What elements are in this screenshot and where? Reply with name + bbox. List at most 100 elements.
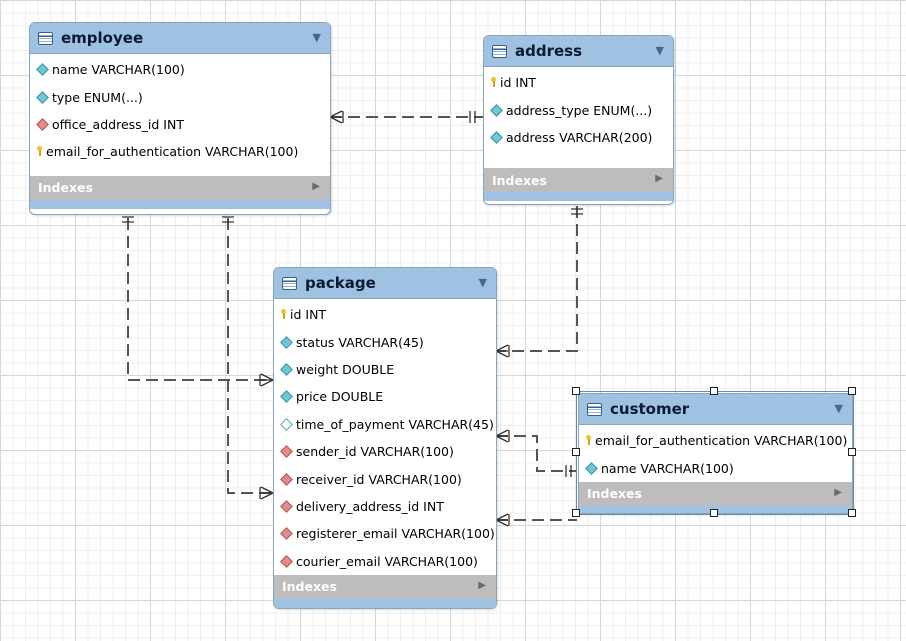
resize-handle-top-center[interactable] <box>710 387 718 395</box>
column-row[interactable]: office_address_id INT <box>30 111 330 138</box>
table-package[interactable]: package ▼ id INT status VARCHAR(45) weig… <box>273 267 497 609</box>
column-row[interactable]: time_of_payment VARCHAR(45) <box>274 411 496 438</box>
column-label: address_type ENUM(...) <box>506 102 653 118</box>
crowfoot-marker <box>495 429 510 443</box>
column-label: receiver_id VARCHAR(100) <box>296 471 462 487</box>
table-header[interactable]: address ▼ <box>484 36 673 67</box>
column-row[interactable]: weight DOUBLE <box>274 356 496 383</box>
not-null-diamond-icon <box>490 131 503 144</box>
resize-handle-middle-right[interactable] <box>848 448 856 456</box>
table-employee[interactable]: employee ▼ name VARCHAR(100) type ENUM(.… <box>29 22 331 215</box>
collapse-toggle-icon[interactable]: ▼ <box>834 402 843 415</box>
column-row[interactable]: email_for_authentication VARCHAR(100) <box>30 138 330 165</box>
crowfoot-marker <box>259 486 274 500</box>
resize-handle-top-left[interactable] <box>572 387 580 395</box>
not-null-diamond-icon <box>280 335 293 349</box>
column-label: id INT <box>500 75 537 91</box>
column-row[interactable]: sender_id VARCHAR(100) <box>274 438 496 465</box>
one-marker <box>122 216 134 223</box>
one-marker <box>469 111 476 123</box>
resize-handle-bottom-center[interactable] <box>710 509 718 517</box>
column-row[interactable]: address VARCHAR(200) <box>484 124 673 151</box>
column-label: sender_id VARCHAR(100) <box>296 444 454 460</box>
column-row[interactable]: registerer_email VARCHAR(100) <box>274 520 496 547</box>
table-customer[interactable]: customer ▼ email_for_authentication VARC… <box>578 393 853 514</box>
table-header[interactable]: customer ▼ <box>579 394 852 425</box>
indexes-section[interactable]: Indexes ▶ <box>30 175 330 200</box>
table-title: employee <box>61 29 144 47</box>
column-row[interactable]: receiver_id VARCHAR(100) <box>274 465 496 492</box>
column-row[interactable]: email_for_authentication VARCHAR(100) <box>579 427 852 454</box>
column-label: email_for_authentication VARCHAR(100) <box>46 144 299 160</box>
table-address[interactable]: address ▼ id INT address_type ENUM(...) … <box>483 35 674 205</box>
column-row[interactable]: delivery_address_id INT <box>274 493 496 520</box>
column-row[interactable]: status VARCHAR(45) <box>274 328 496 355</box>
expand-arrow-icon[interactable]: ▶ <box>312 180 320 192</box>
column-label: price DOUBLE <box>296 389 384 405</box>
indexes-label: Indexes <box>282 579 337 595</box>
table-header[interactable]: package ▼ <box>274 268 496 299</box>
column-label: email_for_authentication VARCHAR(100) <box>595 433 848 449</box>
resize-handle-top-right[interactable] <box>848 387 856 395</box>
column-row[interactable]: address_type ENUM(...) <box>484 96 673 123</box>
primary-key-icon <box>491 76 496 89</box>
indexes-section[interactable]: Indexes ▶ <box>274 574 496 599</box>
column-row[interactable]: price DOUBLE <box>274 383 496 410</box>
collapse-toggle-icon[interactable]: ▼ <box>312 31 321 44</box>
table-icon <box>492 44 507 58</box>
foreign-key-diamond-icon <box>280 445 293 459</box>
not-null-diamond-icon <box>36 63 49 77</box>
column-label: registerer_email VARCHAR(100) <box>296 526 495 542</box>
table-title: address <box>515 42 583 60</box>
expand-arrow-icon[interactable]: ▶ <box>478 579 486 591</box>
rel-address-package[interactable] <box>496 206 578 352</box>
column-row[interactable]: type ENUM(...) <box>30 83 330 110</box>
column-label: address VARCHAR(200) <box>506 129 653 145</box>
rel-employee-package-right[interactable] <box>227 218 273 494</box>
foreign-key-diamond-icon <box>280 500 293 513</box>
column-row[interactable]: id INT <box>274 301 496 328</box>
resize-handle-bottom-right[interactable] <box>848 509 856 517</box>
table-icon <box>282 276 297 290</box>
column-row[interactable]: id INT <box>484 69 673 96</box>
table-title: customer <box>610 400 690 418</box>
indexes-label: Indexes <box>38 180 93 196</box>
column-label: time_of_payment VARCHAR(45) <box>296 416 494 432</box>
table-footer <box>274 598 496 608</box>
expand-arrow-icon[interactable]: ▶ <box>834 486 842 498</box>
foreign-key-diamond-icon <box>36 118 49 131</box>
resize-handle-bottom-left[interactable] <box>572 509 580 517</box>
collapse-toggle-icon[interactable]: ▼ <box>478 276 487 289</box>
column-label: status VARCHAR(45) <box>296 334 424 350</box>
column-row[interactable]: courier_email VARCHAR(100) <box>274 548 496 575</box>
not-null-diamond-icon <box>36 90 49 104</box>
foreign-key-diamond-icon <box>280 554 293 568</box>
indexes-label: Indexes <box>492 172 547 188</box>
primary-key-icon <box>37 145 42 158</box>
not-null-diamond-icon <box>585 461 598 475</box>
rel-customer-package-upper[interactable] <box>496 435 577 472</box>
primary-key-icon <box>586 434 591 447</box>
expand-arrow-icon[interactable]: ▶ <box>655 173 663 185</box>
crowfoot-marker <box>329 110 344 124</box>
column-label: type ENUM(...) <box>52 89 143 105</box>
column-label: id INT <box>290 307 327 323</box>
column-row[interactable]: name VARCHAR(100) <box>30 56 330 83</box>
nullable-diamond-icon <box>280 417 293 431</box>
crowfoot-marker <box>495 513 510 527</box>
rel-employee-package-left[interactable] <box>127 218 273 381</box>
indexes-section[interactable]: Indexes ▶ <box>579 481 852 506</box>
table-footer <box>484 192 673 202</box>
one-marker <box>222 216 234 223</box>
column-label: office_address_id INT <box>52 116 184 132</box>
table-icon <box>587 402 602 416</box>
table-icon <box>38 31 53 45</box>
resize-handle-middle-left[interactable] <box>572 448 580 456</box>
indexes-section[interactable]: Indexes ▶ <box>484 168 673 193</box>
table-header[interactable]: employee ▼ <box>30 23 330 54</box>
crowfoot-marker <box>495 344 510 358</box>
column-row[interactable]: name VARCHAR(100) <box>579 454 852 481</box>
collapse-toggle-icon[interactable]: ▼ <box>655 44 664 57</box>
crowfoot-marker <box>259 373 274 387</box>
